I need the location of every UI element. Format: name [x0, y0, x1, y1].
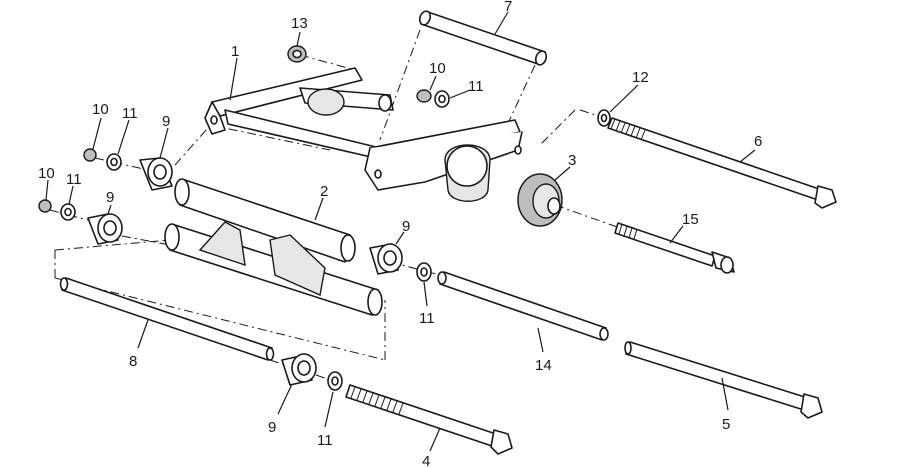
part-9-bushing-center [369, 243, 403, 275]
part-9-bushing-upper-left [139, 157, 173, 191]
callout-3: 3 [568, 152, 576, 169]
callout-11-left-upper: 11 [122, 105, 138, 122]
callout-11-left-lower: 11 [66, 171, 82, 188]
part-4-bolt [345, 384, 513, 455]
callout-6: 6 [754, 133, 762, 150]
callout-9-lower: 9 [268, 419, 276, 436]
part-14-rod [437, 271, 609, 341]
part-5-bolt [624, 341, 823, 419]
callout-15: 15 [682, 211, 699, 228]
part-10-nut-upper [416, 89, 432, 103]
part-11-washer-upper [434, 90, 450, 108]
callout-9-upper-left: 9 [162, 113, 170, 130]
callout-4: 4 [422, 453, 430, 468]
callout-10-left-lower: 10 [38, 165, 55, 182]
part-11-washer-left-lower [60, 203, 76, 221]
part-10-nut-left-upper [83, 148, 97, 162]
part-11-washer-left-upper [106, 153, 122, 171]
callout-5: 5 [722, 416, 730, 433]
part-6-bolt [607, 117, 837, 209]
callout-9-center: 9 [402, 218, 410, 235]
part-12-washer [597, 109, 611, 127]
callout-11-lower: 11 [317, 432, 333, 449]
part-11-washer-lower [327, 371, 343, 391]
callout-2: 2 [320, 183, 328, 200]
callout-14: 14 [535, 357, 552, 374]
callout-7: 7 [504, 0, 512, 15]
callout-11-center: 11 [419, 310, 435, 327]
part-9-bushing-left [87, 213, 123, 245]
callout-10-upper: 10 [429, 60, 446, 77]
callout-10-left-upper: 10 [92, 101, 109, 118]
callouts: 13 7 1 10 11 12 3 6 15 10 11 9 10 11 9 2… [38, 0, 762, 468]
part-15-bolt [614, 222, 735, 274]
part-2-tube-assembly [164, 178, 383, 316]
part-8-rod [59, 277, 275, 361]
part-13-nut [287, 45, 307, 63]
callout-12: 12 [632, 69, 649, 86]
leader-lines [45, 11, 756, 452]
part-7-upper-rod [418, 10, 548, 66]
part-1-frame [204, 67, 523, 202]
callout-13: 13 [291, 15, 308, 32]
part-11-washer-center [416, 262, 432, 282]
callout-8: 8 [129, 353, 137, 370]
part-3-damper [517, 173, 563, 227]
callout-9-left: 9 [106, 189, 114, 206]
part-9-bushing-lower [281, 353, 317, 386]
callout-11-upper: 11 [468, 78, 484, 95]
callout-1: 1 [231, 43, 239, 60]
part-10-nut-left-lower [38, 199, 52, 213]
